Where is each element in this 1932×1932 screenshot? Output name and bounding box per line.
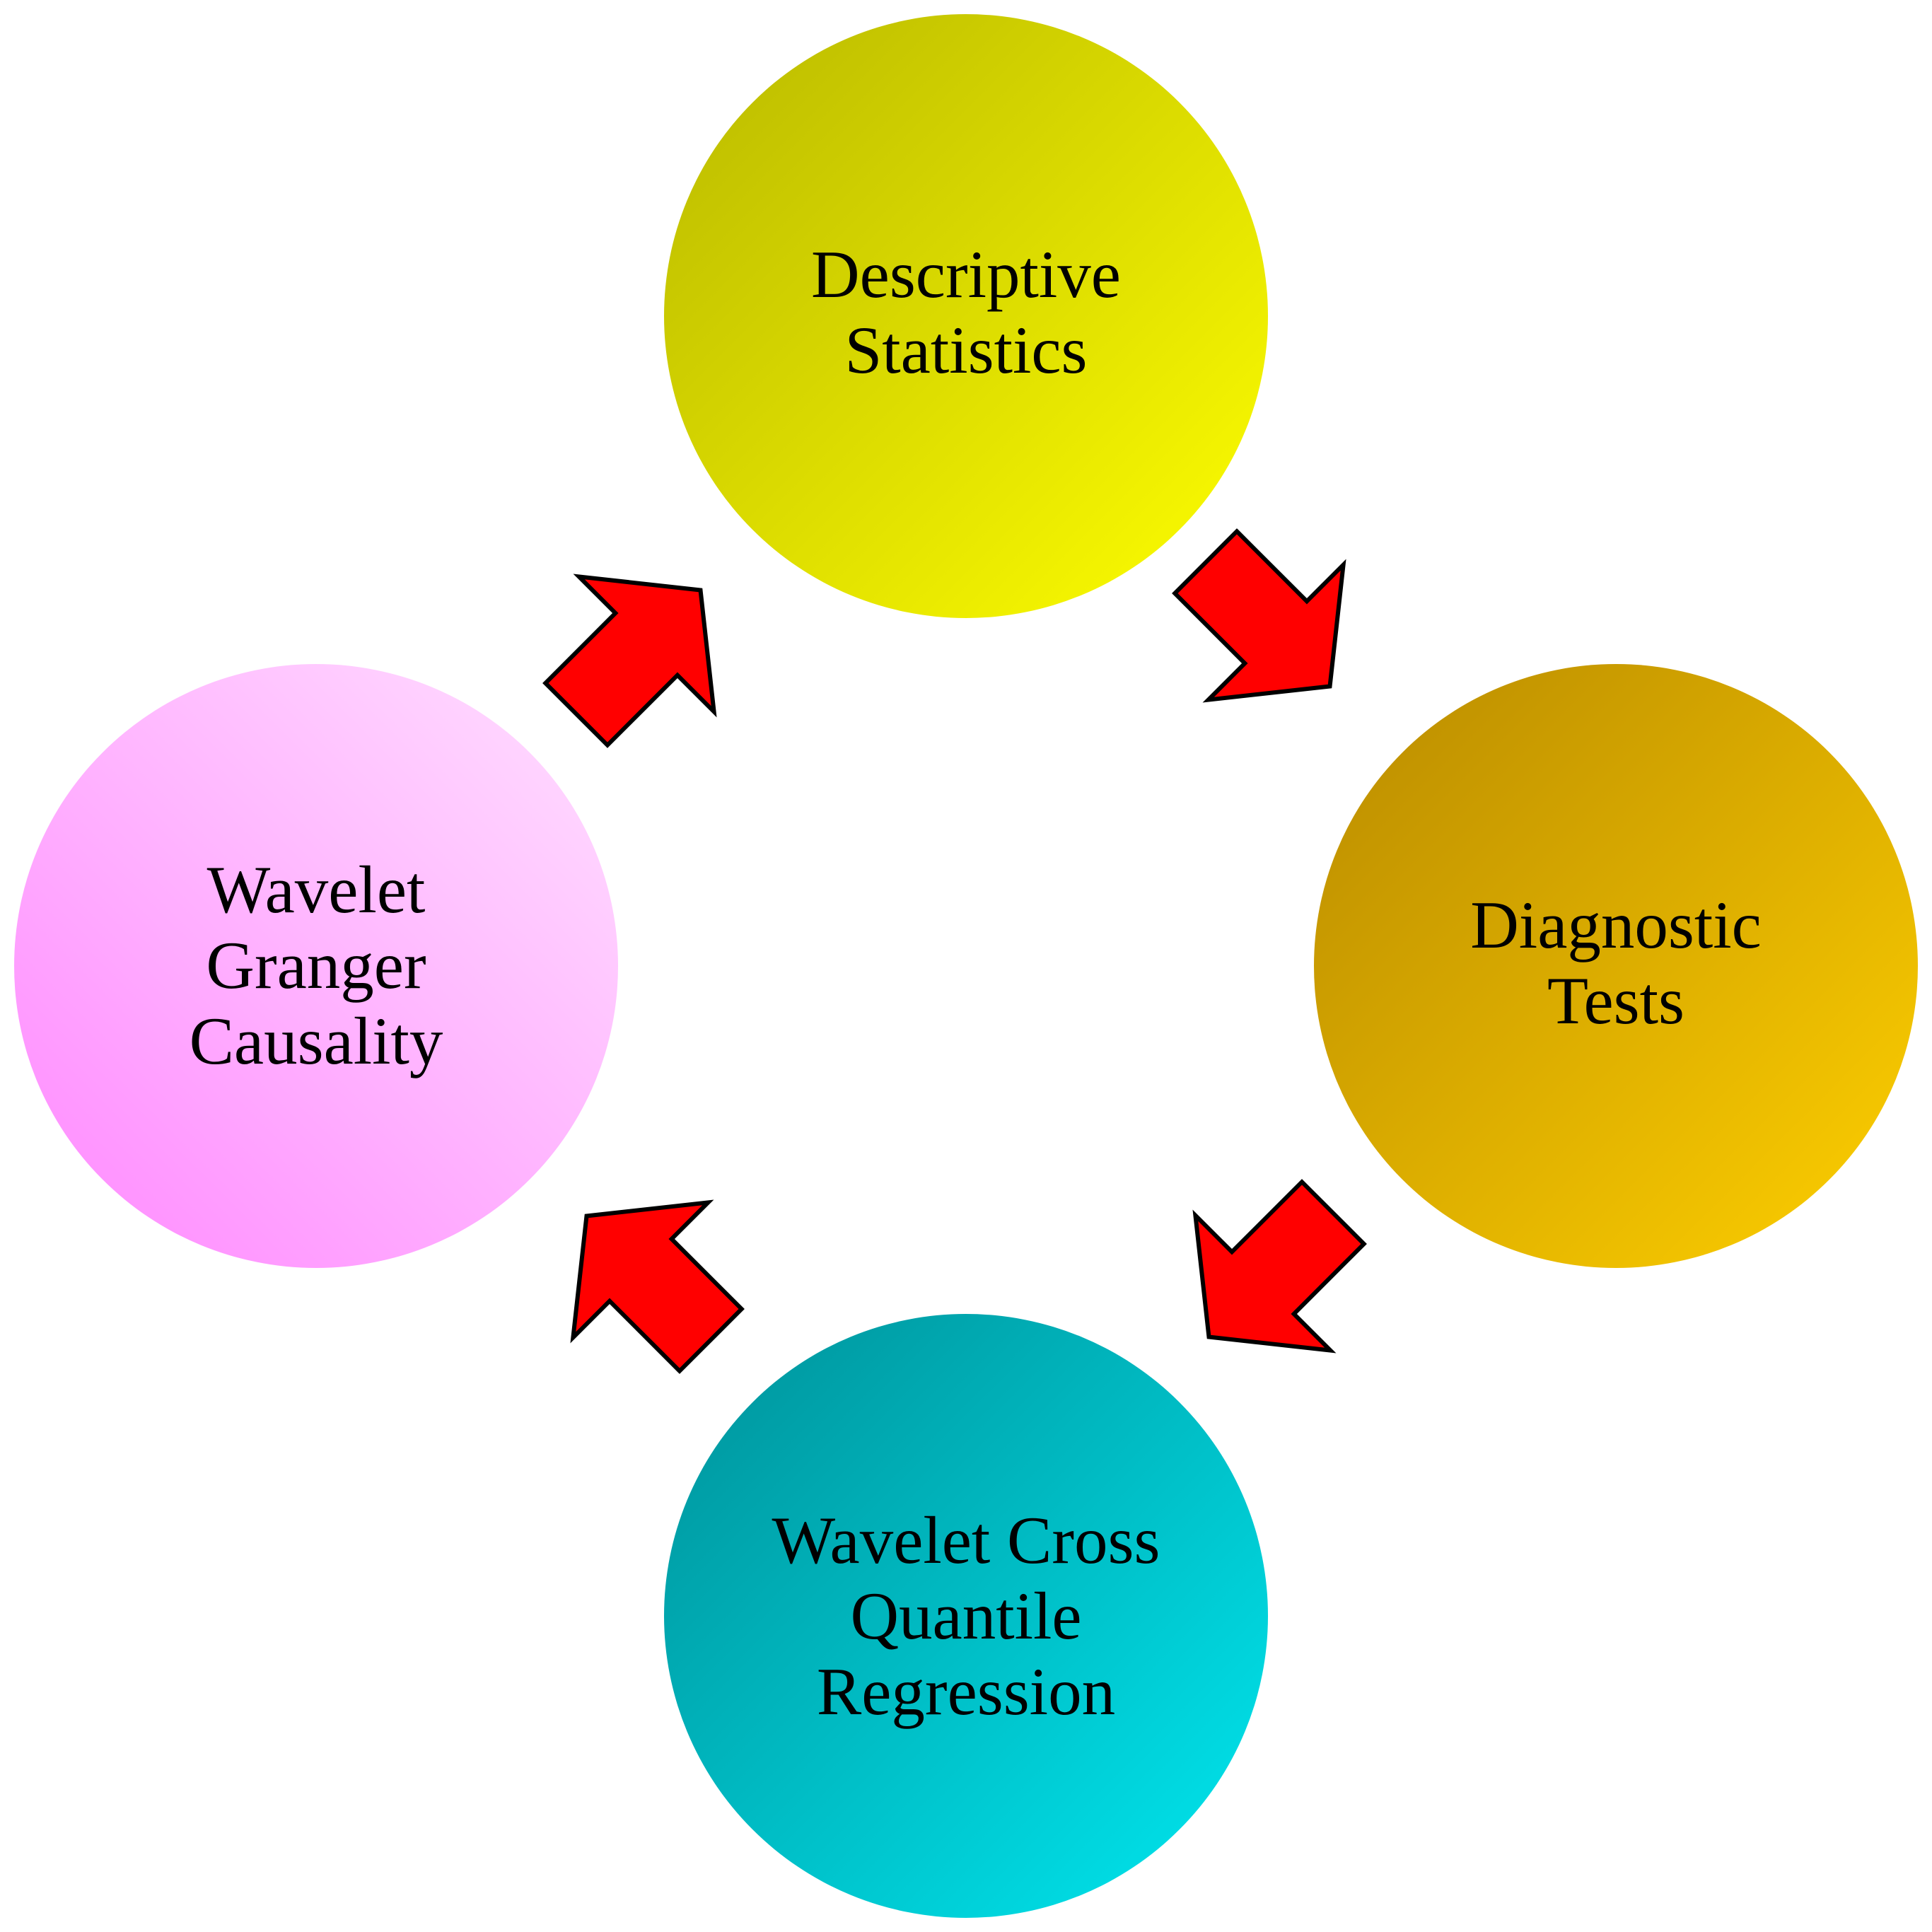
node-circle	[14, 664, 618, 1268]
arrow-descriptive-to-diagnostic	[1172, 528, 1346, 703]
arrow-crossquantile-to-granger	[570, 1199, 745, 1374]
arrows	[542, 528, 1367, 1374]
node-wavelet-cross-quantile-regression: Wavelet Cross Quantile Regression	[664, 1314, 1268, 1918]
node-circle	[664, 14, 1268, 618]
node-diagnostic-tests: Diagnostic Tests	[1314, 664, 1918, 1268]
node-label: Quantile	[850, 1578, 1081, 1653]
node-label: Causality	[190, 1003, 443, 1078]
node-label: Wavelet Cross	[772, 1503, 1160, 1578]
node-wavelet-granger-causality: Wavelet Granger Causality	[14, 664, 618, 1268]
node-label: Granger	[206, 928, 426, 1003]
arrow-granger-to-descriptive	[542, 574, 717, 748]
arrow-diagnostic-to-crossquantile	[1192, 1179, 1367, 1354]
node-label: Regression	[817, 1654, 1115, 1729]
node-descriptive-statistics: Descriptive Statistics	[664, 14, 1268, 618]
node-circle	[664, 1314, 1268, 1918]
node-label: Tests	[1547, 963, 1684, 1038]
node-label: Wavelet	[207, 852, 426, 927]
node-label: Statistics	[844, 313, 1087, 388]
node-label: Diagnostic	[1470, 888, 1762, 962]
node-label: Descriptive	[811, 237, 1121, 312]
node-circle	[1314, 664, 1918, 1268]
